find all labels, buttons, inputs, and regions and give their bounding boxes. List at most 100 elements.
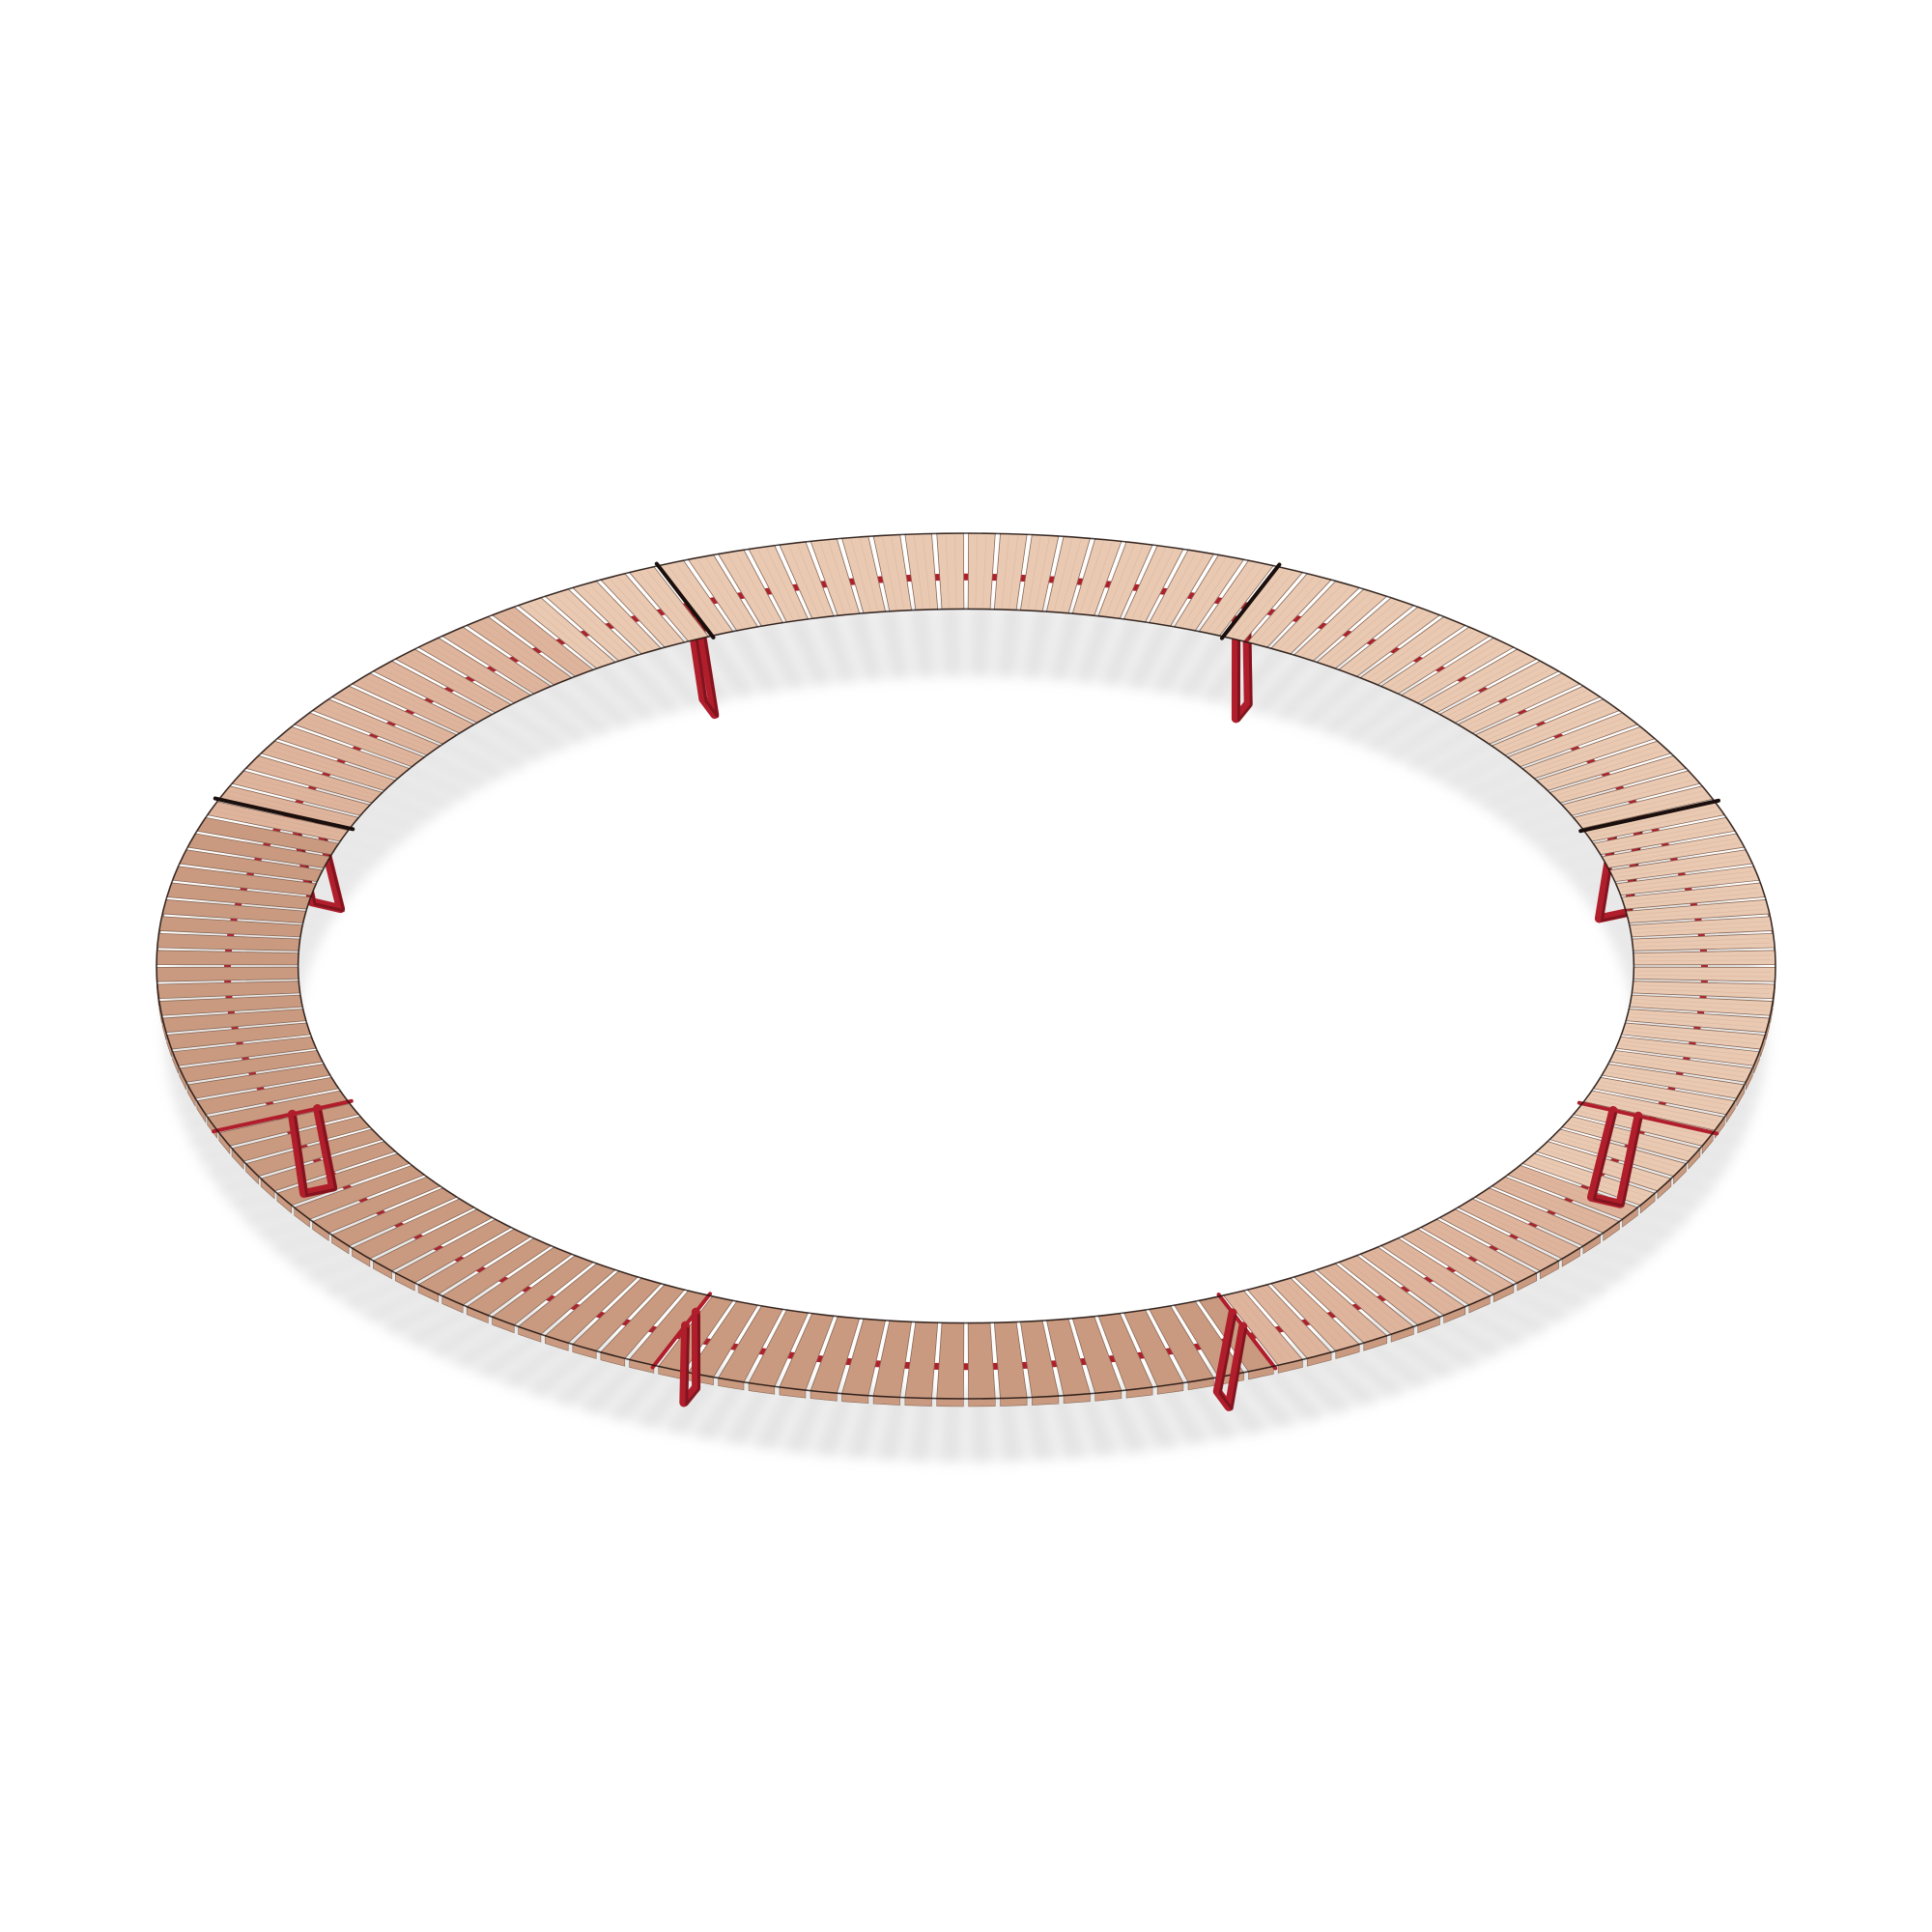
slat-shadow xyxy=(937,605,964,677)
wood-grain xyxy=(697,1304,744,1373)
wood-grain xyxy=(589,1283,654,1348)
wood-grain xyxy=(788,546,819,616)
wood-grain xyxy=(562,1276,631,1340)
slat-shadow xyxy=(968,1390,995,1463)
wood-grain xyxy=(1301,1276,1370,1340)
wood-grain xyxy=(1469,1202,1572,1251)
leg-frame xyxy=(1231,602,1253,724)
wood-grain xyxy=(1616,859,1747,878)
slat-shadow xyxy=(1360,1314,1461,1379)
leg-frame-shade xyxy=(293,1110,338,1197)
wood-grain xyxy=(1308,595,1378,658)
wood-grain xyxy=(1388,1244,1474,1301)
wood-grain xyxy=(161,984,297,990)
frame-front-legs xyxy=(287,1104,1643,1411)
wood-grain xyxy=(1630,1016,1764,1028)
wood-grain xyxy=(1482,691,1586,738)
wood-grain xyxy=(1061,1321,1082,1393)
wood-grain xyxy=(1080,1319,1104,1391)
wood-grain xyxy=(1601,1081,1729,1106)
wood-grain xyxy=(1262,579,1322,644)
wood-grain xyxy=(239,1120,361,1152)
wood-grain xyxy=(1622,875,1754,892)
wood-grain xyxy=(828,1319,852,1391)
wood-grain xyxy=(229,790,354,821)
wood-grain xyxy=(1054,539,1072,611)
wood-grain xyxy=(1394,634,1481,691)
wood-grain xyxy=(891,1322,904,1395)
wood-grain xyxy=(1626,1031,1759,1045)
wood-grain xyxy=(1035,1322,1050,1395)
wood-grain xyxy=(1589,1097,1715,1126)
wood-grain xyxy=(1408,641,1498,697)
wood-grain xyxy=(1620,1044,1752,1062)
wood-grain xyxy=(253,764,373,799)
wood-grain xyxy=(161,938,297,944)
wood-grain xyxy=(1578,790,1703,821)
wood-grain xyxy=(1138,1312,1175,1382)
wood-grain xyxy=(923,1323,931,1397)
wood-grain xyxy=(975,1324,979,1397)
slat-shadow xyxy=(1149,621,1211,695)
wood-grain xyxy=(850,1321,871,1393)
slat-shadow xyxy=(661,1363,733,1435)
wood-grain xyxy=(1635,938,1771,944)
wood-grain xyxy=(1635,984,1771,990)
wood-grain xyxy=(1164,1308,1205,1378)
seat-slat xyxy=(1633,966,1776,982)
wood-grain xyxy=(1447,1215,1545,1266)
wood-grain xyxy=(187,1058,318,1078)
wood-grain xyxy=(1503,1180,1611,1225)
wood-grain xyxy=(1582,1107,1706,1137)
slat-shadow xyxy=(1536,1208,1664,1257)
wood-grain xyxy=(1620,870,1752,888)
wood-grain xyxy=(167,909,301,920)
wood-grain xyxy=(1559,764,1679,799)
wood-grain xyxy=(1428,653,1521,707)
wood-grain xyxy=(1330,604,1405,666)
slat-shadow xyxy=(268,1208,396,1257)
slat-shadow xyxy=(874,606,912,679)
wood-grain xyxy=(1035,537,1050,610)
wood-grain xyxy=(185,1054,316,1073)
wood-grain xyxy=(1635,988,1771,994)
module-joint xyxy=(1216,1293,1278,1371)
leg-frame-shade xyxy=(685,1314,701,1406)
wood-grain xyxy=(434,641,524,697)
wood-grain xyxy=(562,592,631,656)
leg-frame xyxy=(1594,813,1645,923)
wood-grain xyxy=(1601,826,1729,851)
wood-grain xyxy=(1207,563,1256,632)
wood-grain xyxy=(185,859,316,878)
wood-grain xyxy=(1519,721,1630,763)
wood-grain xyxy=(882,1322,897,1395)
slat-shadow xyxy=(842,1386,886,1460)
wood-grain xyxy=(168,904,302,916)
seat-slat xyxy=(967,532,996,611)
wood-grain xyxy=(411,1225,504,1279)
wood-grain xyxy=(451,1241,538,1298)
slat-shadow xyxy=(781,613,834,687)
inner-ring-outline xyxy=(297,608,1635,1324)
wood-grain xyxy=(1388,631,1474,688)
wood-grain xyxy=(527,1266,602,1328)
wood-grain xyxy=(404,657,498,709)
slat-shadow xyxy=(1072,611,1121,684)
wood-grain xyxy=(206,1085,333,1110)
wood-grain xyxy=(1599,1085,1726,1110)
wood-grain xyxy=(668,565,719,634)
slat-shadow xyxy=(721,621,783,695)
wood-grain xyxy=(427,1233,518,1287)
wood-grain xyxy=(387,1215,485,1266)
seat-slat xyxy=(1633,950,1776,966)
module-joint xyxy=(212,1098,354,1134)
wood-grain xyxy=(527,604,602,666)
wood-grain xyxy=(828,541,852,613)
bench-leg xyxy=(1586,1105,1643,1208)
slat-shadow xyxy=(604,644,685,716)
wood-grain xyxy=(1255,577,1314,643)
wood-grain xyxy=(451,634,538,691)
wood-grain xyxy=(1138,550,1175,620)
wood-grain xyxy=(554,595,624,658)
wood-grain xyxy=(891,537,904,610)
